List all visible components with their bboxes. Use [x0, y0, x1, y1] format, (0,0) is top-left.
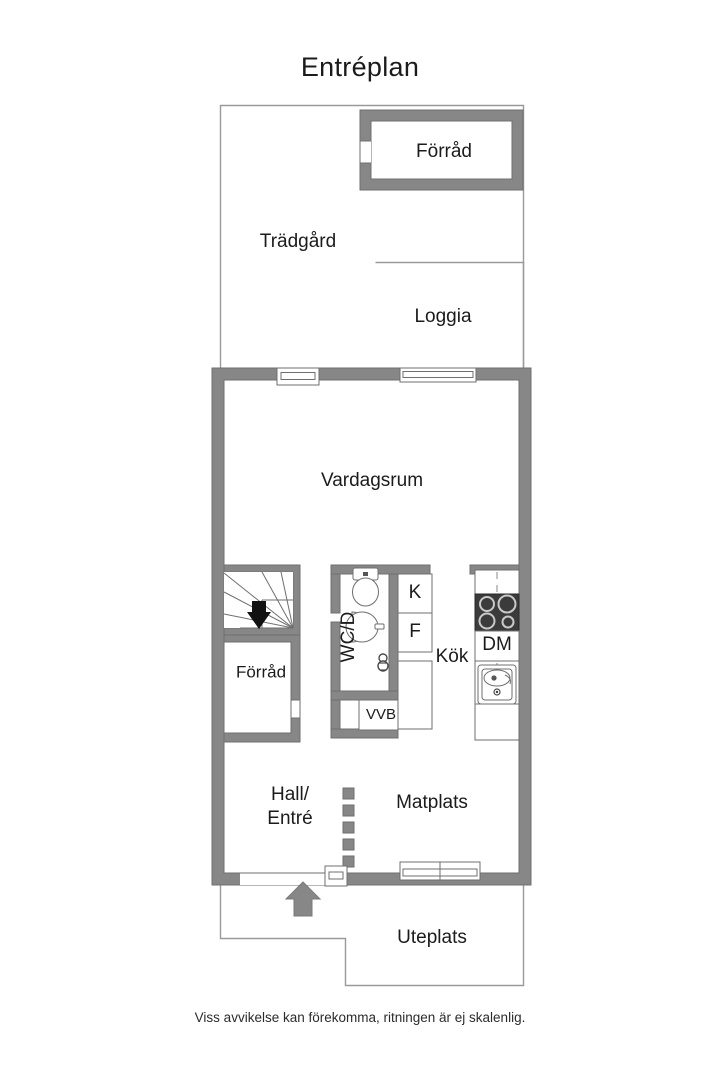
stove-cooktop-four-burners	[474, 593, 520, 632]
label-forrad-left: Förråd	[236, 662, 286, 681]
dishwasher-unit	[474, 630, 520, 662]
room-labels: Förråd Trädgård Loggia Vardagsrum Förråd…	[236, 141, 512, 948]
label-diskmaskin: DM	[482, 634, 512, 655]
label-vardagsrum: Vardagsrum	[321, 470, 423, 491]
entrance-door	[324, 865, 348, 887]
wc-wall-top	[330, 564, 431, 575]
forrad-left-door-opening	[290, 699, 301, 719]
label-forrad-top: Förråd	[416, 141, 472, 162]
washbasin-fixture	[345, 611, 385, 643]
label-vvb: VVB	[366, 706, 396, 723]
label-kylskap: K	[409, 582, 422, 603]
label-hall: Hall/	[271, 784, 310, 805]
label-kok: Kök	[436, 646, 469, 667]
forrad-top-door-opening	[360, 141, 371, 163]
bottom-wall-openings	[240, 861, 481, 887]
disclaimer-text: Viss avvikelse kan förekomma, ritningen …	[194, 1010, 526, 1025]
partition-screen-dots	[342, 787, 355, 868]
label-frys: F	[409, 621, 421, 642]
label-loggia: Loggia	[414, 306, 471, 327]
entrance-arrow-icon	[284, 881, 322, 917]
wc-wall-bottom	[330, 690, 399, 701]
kitchen-fridge-freezer-column	[397, 573, 433, 730]
floor-drain-fixture	[377, 653, 389, 672]
window-vardagsrum-left	[276, 367, 320, 386]
forrad-left-room	[223, 634, 301, 743]
label-tradgard: Trädgård	[260, 231, 336, 252]
forrad-left-wall-bottom	[223, 717, 301, 743]
window-matplats	[399, 861, 481, 881]
label-wc-d: WC/D	[338, 612, 359, 663]
page-title: Entréplan	[300, 52, 420, 82]
wc-wall-right	[388, 573, 399, 701]
top-wall-windows	[276, 367, 477, 386]
stair-down-arrow-icon	[247, 601, 271, 629]
label-matplats: Matplats	[396, 792, 468, 813]
forrad-top-room	[359, 109, 524, 191]
kitchen-counter-run	[469, 564, 520, 741]
entrance-wall-recess	[240, 873, 325, 885]
kitchen-sink-fixture	[477, 664, 517, 705]
window-vardagsrum-right	[399, 367, 477, 383]
toilet-fixture	[352, 567, 379, 607]
freezer-unit	[397, 612, 433, 653]
uteplats-outline	[219, 885, 525, 987]
staircase-with-down-arrow	[223, 564, 301, 636]
wc-d-room	[330, 564, 431, 739]
kitchen-base-cabinet	[397, 660, 433, 730]
label-entre: Entré	[267, 808, 312, 829]
vvb-water-heater	[330, 699, 399, 739]
label-uteplats: Uteplats	[397, 927, 467, 948]
counter-lower-cabinet	[474, 703, 520, 741]
